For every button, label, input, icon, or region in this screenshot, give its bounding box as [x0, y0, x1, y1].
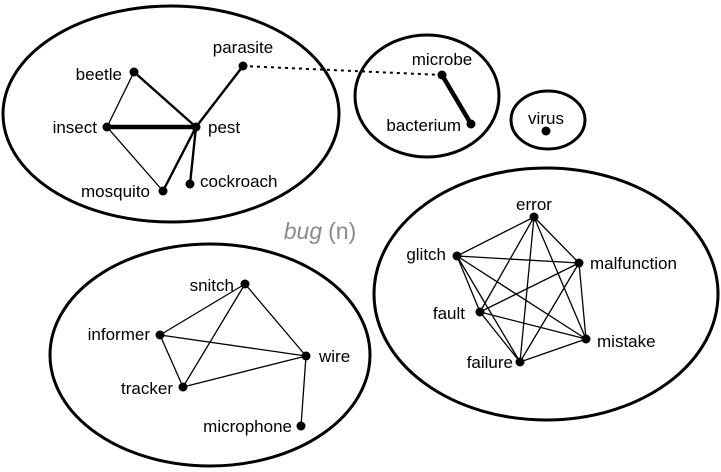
- node-pest-label: pest: [208, 118, 240, 137]
- node-tracker-dot: [178, 382, 188, 392]
- edge-pest-mosquito: [161, 125, 198, 193]
- virus-cluster-ellipse: [509, 89, 587, 151]
- node-error-label: error: [516, 195, 552, 214]
- node-parasite-label: parasite: [213, 38, 273, 57]
- error-cluster-ellipse: [372, 166, 720, 422]
- node-informer-label: informer: [88, 325, 151, 344]
- node-informer-dot: [155, 330, 165, 340]
- node-glitch-dot: [452, 251, 462, 261]
- edge-malfunction-failure: [519, 262, 580, 363]
- node-error-dot: [529, 212, 539, 222]
- node-wire-dot: [301, 351, 311, 361]
- informer-cluster-ellipse: [48, 242, 372, 468]
- node-mistake-dot: [581, 334, 591, 344]
- node-microphone-label: microphone: [203, 417, 292, 436]
- center-word-label: bug(n): [284, 218, 357, 244]
- edge-informer-wire: [159, 334, 307, 357]
- edge-snitch-tracker: [182, 283, 246, 388]
- nodes: beetle parasite insect pest mosquito coc…: [53, 38, 677, 436]
- node-beetle-label: beetle: [76, 65, 122, 84]
- edge-microbe-bacterium: [439, 72, 474, 127]
- edge-malfunction-mistake: [578, 262, 587, 340]
- center-word-pos: (n): [328, 218, 356, 244]
- node-insect-label: insect: [53, 118, 98, 137]
- node-cockroach-label: cockroach: [200, 172, 277, 191]
- node-failure-dot: [515, 357, 525, 367]
- edge-tracker-wire: [182, 355, 307, 388]
- edge-error-fault: [479, 216, 535, 313]
- node-bacterium-label: bacterium: [386, 116, 461, 135]
- edge-glitch-fault: [456, 255, 481, 313]
- node-virus-label: virus: [528, 109, 564, 128]
- node-beetle-dot: [129, 67, 139, 77]
- edge-error-malfunction: [533, 216, 580, 264]
- edge-error-glitch: [456, 216, 535, 257]
- edge-error-mistake: [533, 216, 587, 340]
- node-bacterium-dot: [466, 119, 476, 129]
- edge-pest-parasite: [194, 64, 245, 129]
- microbe-cluster-ellipse: [353, 33, 501, 159]
- node-insect-dot: [102, 122, 112, 132]
- node-microbe-dot: [437, 70, 447, 80]
- node-fault-dot: [475, 307, 485, 317]
- node-malfunction-label: malfunction: [590, 254, 677, 273]
- edge-malfunction-fault: [479, 262, 580, 313]
- edge-pest-cockroach: [188, 125, 198, 186]
- node-snitch-dot: [240, 279, 250, 289]
- edge-glitch-malfunction: [456, 255, 580, 264]
- edge-fault-failure: [479, 311, 521, 363]
- edge-fault-mistake: [479, 311, 587, 340]
- node-pest-dot: [191, 122, 201, 132]
- edge-parasite-microbe: [242, 65, 443, 76]
- node-snitch-label: snitch: [190, 276, 234, 295]
- edge-glitch-mistake: [456, 255, 587, 340]
- node-malfunction-dot: [574, 258, 584, 268]
- center-word: bug: [284, 218, 323, 244]
- node-tracker-label: tracker: [121, 379, 173, 398]
- edge-beetle-insect: [106, 71, 135, 128]
- node-parasite-dot: [238, 61, 248, 71]
- node-mistake-label: mistake: [597, 332, 656, 351]
- edge-beetle-pest: [132, 70, 198, 129]
- edge-informer-tracker: [159, 334, 184, 388]
- node-microphone-dot: [296, 421, 306, 431]
- edge-error-failure: [519, 216, 535, 363]
- node-glitch-label: glitch: [406, 245, 446, 264]
- edges: [104, 64, 587, 427]
- node-mosquito-dot: [158, 186, 168, 196]
- node-mosquito-label: mosquito: [81, 182, 150, 201]
- node-fault-label: fault: [433, 304, 465, 323]
- insect-cluster-ellipse: [1, 4, 341, 224]
- node-virus-dot: [541, 126, 551, 136]
- edge-glitch-failure: [456, 255, 521, 363]
- node-wire-label: wire: [318, 347, 350, 366]
- node-failure-label: failure: [467, 353, 513, 372]
- edge-wire-microphone: [300, 355, 307, 427]
- cluster-ellipses: [1, 4, 720, 468]
- edge-snitch-informer: [159, 283, 246, 336]
- node-microbe-label: microbe: [412, 50, 472, 69]
- edge-mistake-failure: [519, 338, 587, 363]
- edge-insect-mosquito: [106, 126, 164, 192]
- node-cockroach-dot: [185, 179, 195, 189]
- edge-snitch-wire: [244, 283, 307, 357]
